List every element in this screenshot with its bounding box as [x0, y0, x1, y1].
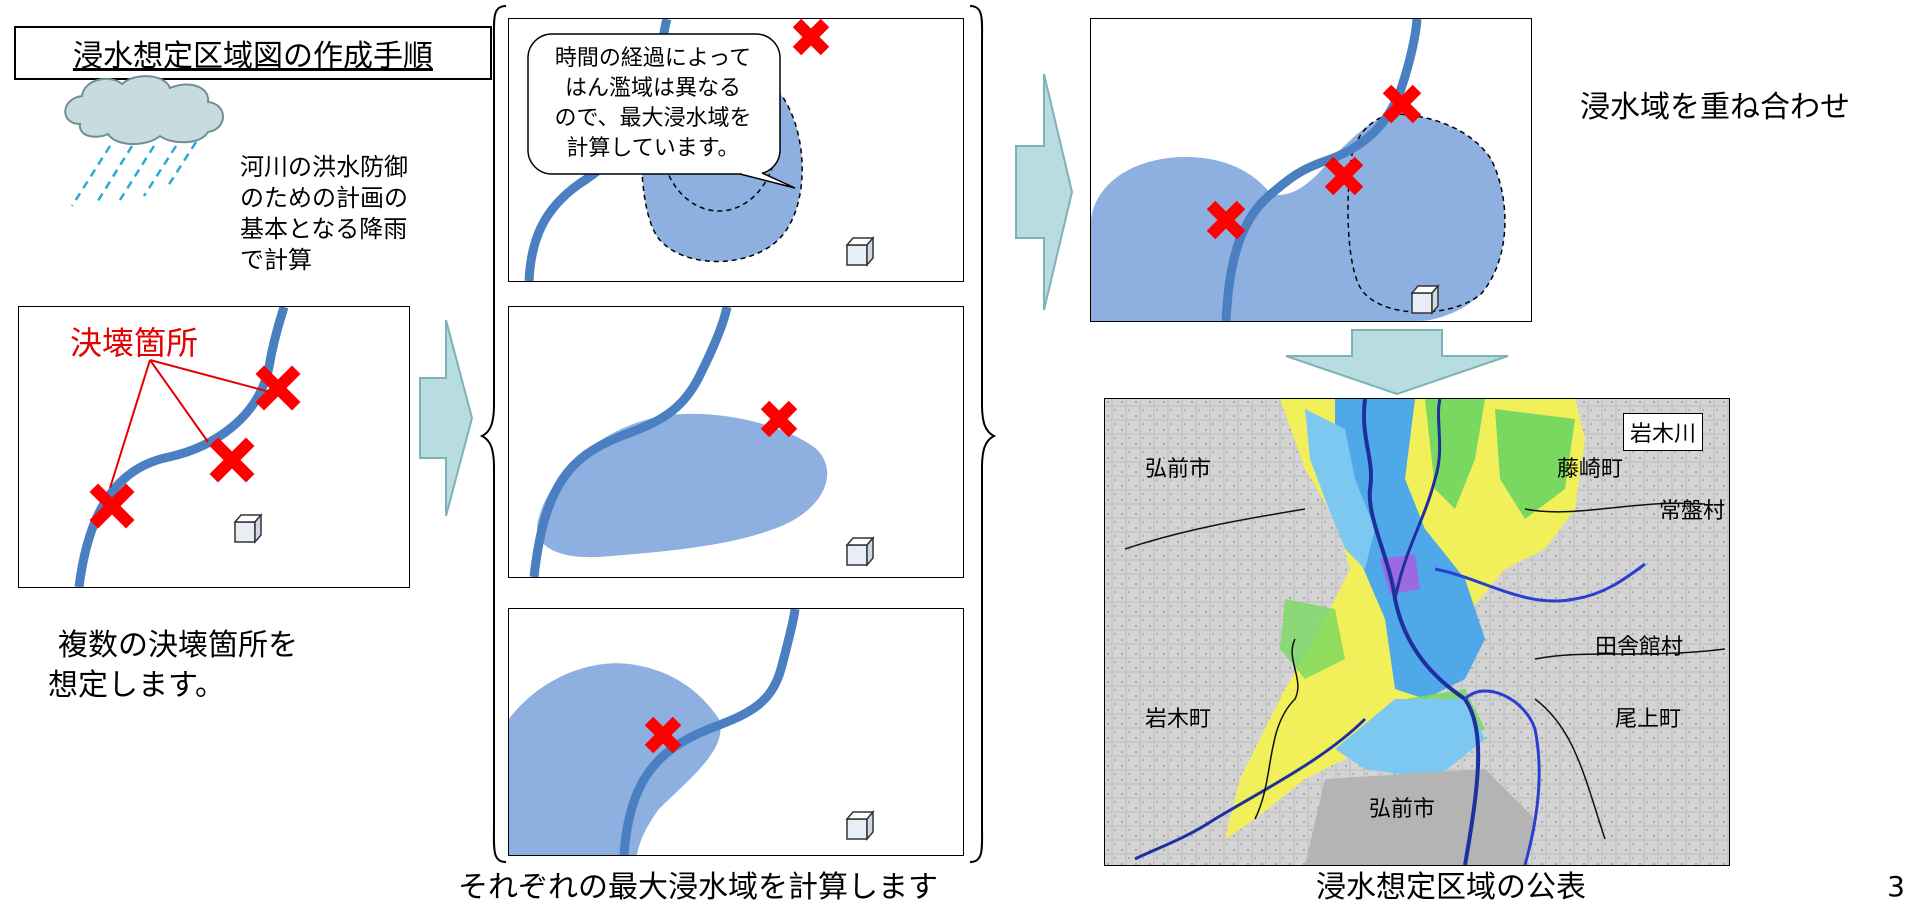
rain-cloud-icon: [64, 75, 224, 207]
page-number: 3: [1887, 870, 1905, 903]
house-icon: [845, 535, 875, 568]
bubble-text: 時間の経過によって はん濫域は異なる ので、最大浸水域を 計算しています。: [554, 46, 752, 161]
map-label: 弘前市: [1369, 797, 1436, 822]
publish-caption: 浸水想定区域の公表: [1316, 870, 1586, 905]
flood-case-panel-3: [508, 608, 964, 856]
page-title: 浸水想定区域図の作成手順: [14, 26, 492, 80]
map-label: 弘前市: [1145, 457, 1212, 482]
breach-mark: [255, 365, 301, 411]
breach-mark: [1206, 200, 1246, 240]
breach-mark: [89, 483, 135, 529]
center-caption: それぞれの最大浸水域を計算します: [458, 870, 938, 905]
hazard-map: 弘前市 藤崎町 常盤村 田舎館村 岩木町 尾上町 弘前市 岩木川: [1104, 398, 1730, 866]
house-icon: [845, 809, 875, 842]
map-label: 常盤村: [1659, 499, 1726, 524]
right-arrow-icon: [1015, 73, 1074, 311]
overlay-caption: 浸水域を重ね合わせ: [1580, 90, 1850, 125]
house-icon: [233, 512, 263, 545]
right-arrow-icon: [419, 319, 474, 517]
breach-mark: [644, 716, 682, 754]
map-label: 尾上町: [1615, 707, 1682, 732]
map-label: 田舎館村: [1595, 635, 1684, 660]
overlay-panel: [1090, 18, 1532, 322]
breach-label: 決壊箇所: [70, 324, 199, 362]
map-label: 岩木町: [1145, 707, 1212, 732]
breach-mark: [1324, 156, 1364, 196]
breach-mark: [760, 400, 798, 438]
breach-mark: [209, 437, 255, 483]
multi-breach-caption: 複数の決壊箇所を 想定します。: [48, 628, 298, 703]
breach-mark: [1382, 84, 1422, 124]
speech-bubble: [527, 33, 796, 189]
breach-pointer-lines: [89, 359, 301, 529]
down-arrow-icon: [1285, 329, 1509, 396]
river-name-box: 岩木川: [1623, 413, 1704, 451]
map-label: 藤崎町: [1557, 457, 1624, 482]
left-brace-icon: [480, 5, 507, 863]
house-icon: [845, 235, 875, 268]
breach-mark: [792, 19, 830, 56]
right-brace-icon: [969, 5, 996, 863]
house-icon: [1410, 283, 1440, 316]
flood-case-panel-2: [508, 306, 964, 578]
rain-note: 河川の洪水防御 のための計画の 基本となる降雨 で計算: [240, 153, 408, 274]
